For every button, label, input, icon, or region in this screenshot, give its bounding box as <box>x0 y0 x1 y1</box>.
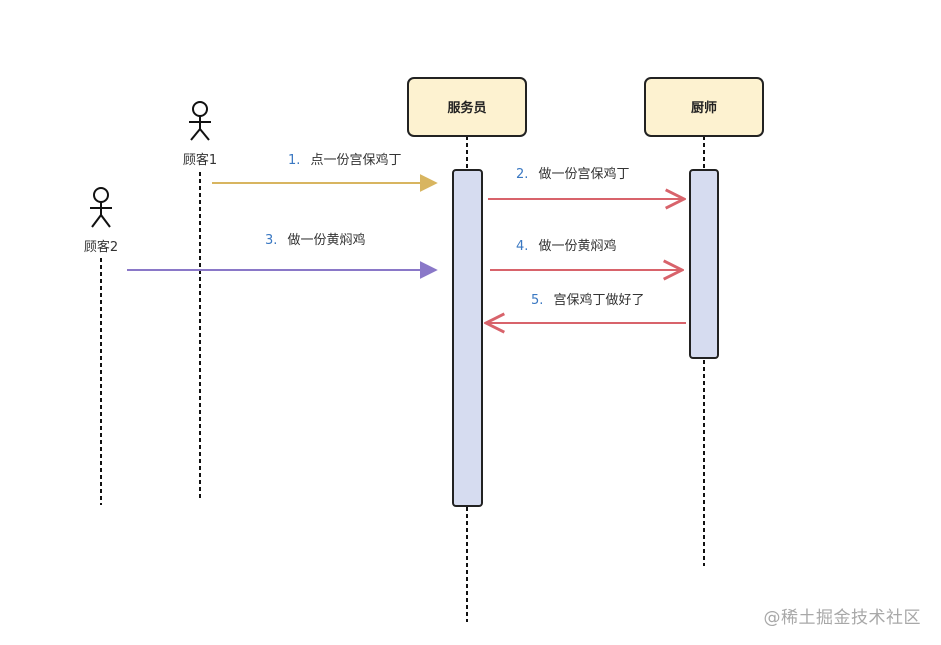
message-5-number: 5. <box>531 293 543 308</box>
chef-activation-bar <box>689 169 719 359</box>
chef-participant: 厨师 <box>644 77 764 137</box>
message-2-text: 做一份宫保鸡丁 <box>539 166 630 182</box>
watermark: @稀土掘金技术社区 <box>763 608 921 628</box>
message-3-label: 3. 做一份黄焖鸡 <box>265 229 366 248</box>
message-1-text: 点一份宫保鸡丁 <box>311 152 402 168</box>
customer1-label: 顾客1 <box>183 152 217 168</box>
message-1-label: 1. 点一份宫保鸡丁 <box>288 149 402 168</box>
waiter-participant: 服务员 <box>407 77 527 137</box>
message-3-text: 做一份黄焖鸡 <box>288 232 366 248</box>
message-4-label: 4. 做一份黄焖鸡 <box>516 235 617 254</box>
message-3-number: 3. <box>265 233 277 248</box>
waiter-label: 服务员 <box>447 100 486 116</box>
message-2-label: 2. 做一份宫保鸡丁 <box>516 163 630 182</box>
customer2-actor-icon <box>90 187 112 228</box>
customer1-actor-icon <box>189 101 211 141</box>
message-4-number: 4. <box>516 239 528 254</box>
message-5-label: 5. 宫保鸡丁做好了 <box>531 289 645 308</box>
message-4-text: 做一份黄焖鸡 <box>539 238 617 254</box>
message-1-number: 1. <box>288 153 300 168</box>
chef-label: 厨师 <box>691 100 717 116</box>
customer2-label: 顾客2 <box>84 239 118 255</box>
waiter-activation-bar <box>452 169 483 507</box>
message-5-text: 宫保鸡丁做好了 <box>554 292 645 308</box>
message-2-number: 2. <box>516 167 528 182</box>
